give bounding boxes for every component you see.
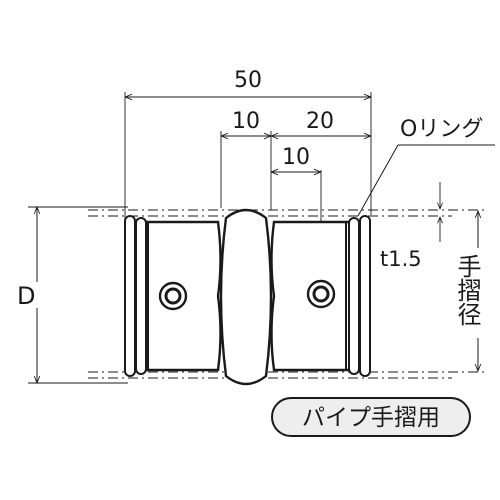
center-ring bbox=[219, 208, 273, 386]
right-screw-hole bbox=[306, 279, 336, 309]
left-screw-hole bbox=[158, 281, 188, 311]
dim-right-offset-label: 20 bbox=[306, 109, 334, 134]
rail-diameter-label: 手摺径 bbox=[453, 254, 481, 326]
dim-left-offset-label: 10 bbox=[232, 109, 260, 134]
o-ring-leader bbox=[357, 144, 495, 217]
dim-inner-label: 10 bbox=[282, 145, 310, 170]
usage-badge: パイプ手摺用 bbox=[271, 397, 471, 437]
usage-badge-label: パイプ手摺用 bbox=[302, 405, 440, 431]
dim-overall-label: 50 bbox=[234, 68, 262, 93]
dim-d-label: D bbox=[17, 282, 35, 310]
horizontal-dimension-lines bbox=[125, 97, 371, 172]
thickness-label: t1.5 bbox=[380, 247, 422, 271]
right-o-rings bbox=[345, 215, 371, 377]
left-o-rings bbox=[124, 215, 149, 377]
rail-lines bbox=[88, 182, 484, 379]
o-ring-label: Oリング bbox=[400, 117, 483, 142]
d-dimension bbox=[28, 207, 128, 383]
joint-body bbox=[124, 208, 371, 386]
